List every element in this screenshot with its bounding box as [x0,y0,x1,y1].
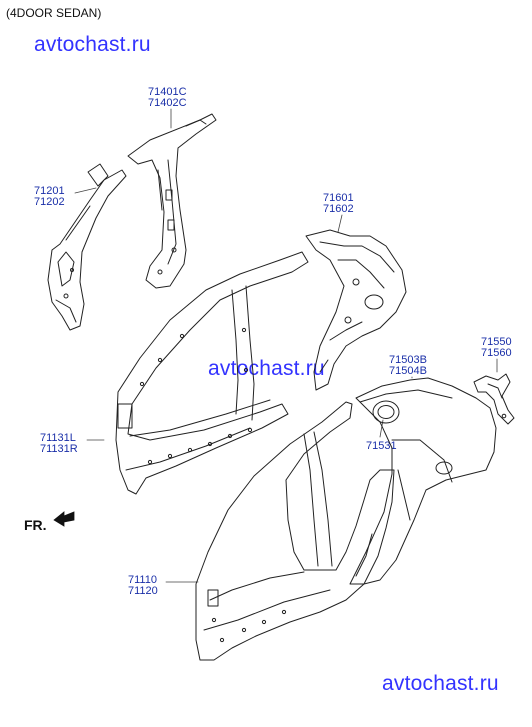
label-71550: 71550 [481,336,512,348]
diagram-title: (4DOOR SEDAN) [6,6,102,20]
label-71560: 71560 [481,347,512,359]
label-71201: 71201 [34,185,65,197]
label-71110: 71110 [128,574,157,586]
label-71202: 71202 [34,196,65,208]
label-71131r: 71131R [40,443,78,455]
label-71503b: 71503B [389,354,427,366]
label-71120: 71120 [128,585,158,597]
front-arrow-icon [53,511,75,527]
leader-lines [74,108,498,583]
label-71504b: 71504B [389,365,427,377]
b-pillar-part [127,113,217,289]
quarter-panel-part [349,377,497,585]
watermark-bottom: avtochast.ru [382,672,499,695]
bracket-part [473,373,515,425]
label-71131l: 71131L [40,432,76,444]
front-direction-label: FR. [24,517,47,533]
side-outer-panel-part [195,401,395,661]
label-71601: 71601 [323,192,354,204]
label-71602: 71602 [323,203,354,215]
label-71401c: 71401C [148,86,187,98]
fuel-filler-part [372,400,400,424]
rear-pillar-inner-part [305,229,407,391]
label-71531: 71531 [366,440,397,452]
side-inner-reinforcement-part [115,251,309,495]
watermark-top: avtochast.ru [34,33,151,56]
a-pillar-inner-part [47,163,127,331]
label-71402c: 71402C [148,97,187,109]
